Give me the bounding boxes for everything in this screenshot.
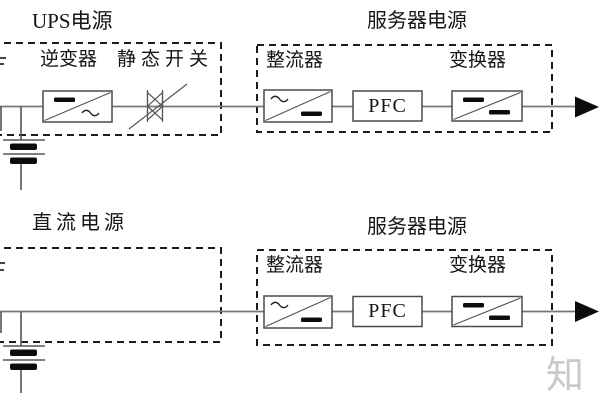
converter-label-bottom: 变换器	[449, 255, 507, 276]
battery-icon	[3, 311, 45, 393]
converter-label-top: 变换器	[449, 50, 507, 71]
inverter-label: 逆变器	[40, 49, 98, 70]
server-psu-title-bottom: 服务器电源	[367, 216, 467, 238]
pfc-label-top: PFC	[368, 94, 407, 117]
ups-section-title: UPS电源	[32, 9, 113, 33]
arrow-right-icon-bottom	[575, 301, 599, 322]
pfc-box-top	[352, 90, 423, 122]
battery-icon	[3, 106, 45, 190]
dc-to-dc-converter-icon	[451, 90, 523, 122]
rectifier-label-bottom: 整流器	[266, 255, 324, 276]
ac-to-dc-rectifier-icon	[263, 89, 333, 123]
static-switch-triac-icon	[128, 83, 188, 130]
server-psu-title-top: 服务器电源	[367, 10, 467, 32]
static-switch-label: 静态开关	[117, 49, 214, 70]
server-psu-dashed-box-top	[256, 44, 553, 133]
ups-section-dashed-box	[0, 42, 222, 136]
server-psu-dashed-box-bottom	[256, 249, 553, 346]
cut-label-fragment-bottom	[0, 262, 5, 271]
dc-section-title: 直流电源	[32, 212, 128, 234]
cut-label-fragment-top	[0, 57, 6, 65]
pfc-box-bottom	[352, 295, 423, 328]
pfc-label-bottom: PFC	[368, 299, 407, 322]
rectifier-label-top: 整流器	[266, 50, 324, 71]
dc-to-ac-inverter-icon	[42, 90, 113, 123]
zhihu-watermark: 知乎	[546, 355, 589, 397]
ac-to-dc-rectifier-icon	[263, 295, 333, 329]
arrow-right-icon-top	[575, 96, 599, 118]
dc-section-dashed-box	[0, 247, 222, 343]
dc-to-dc-converter-icon	[451, 295, 523, 328]
